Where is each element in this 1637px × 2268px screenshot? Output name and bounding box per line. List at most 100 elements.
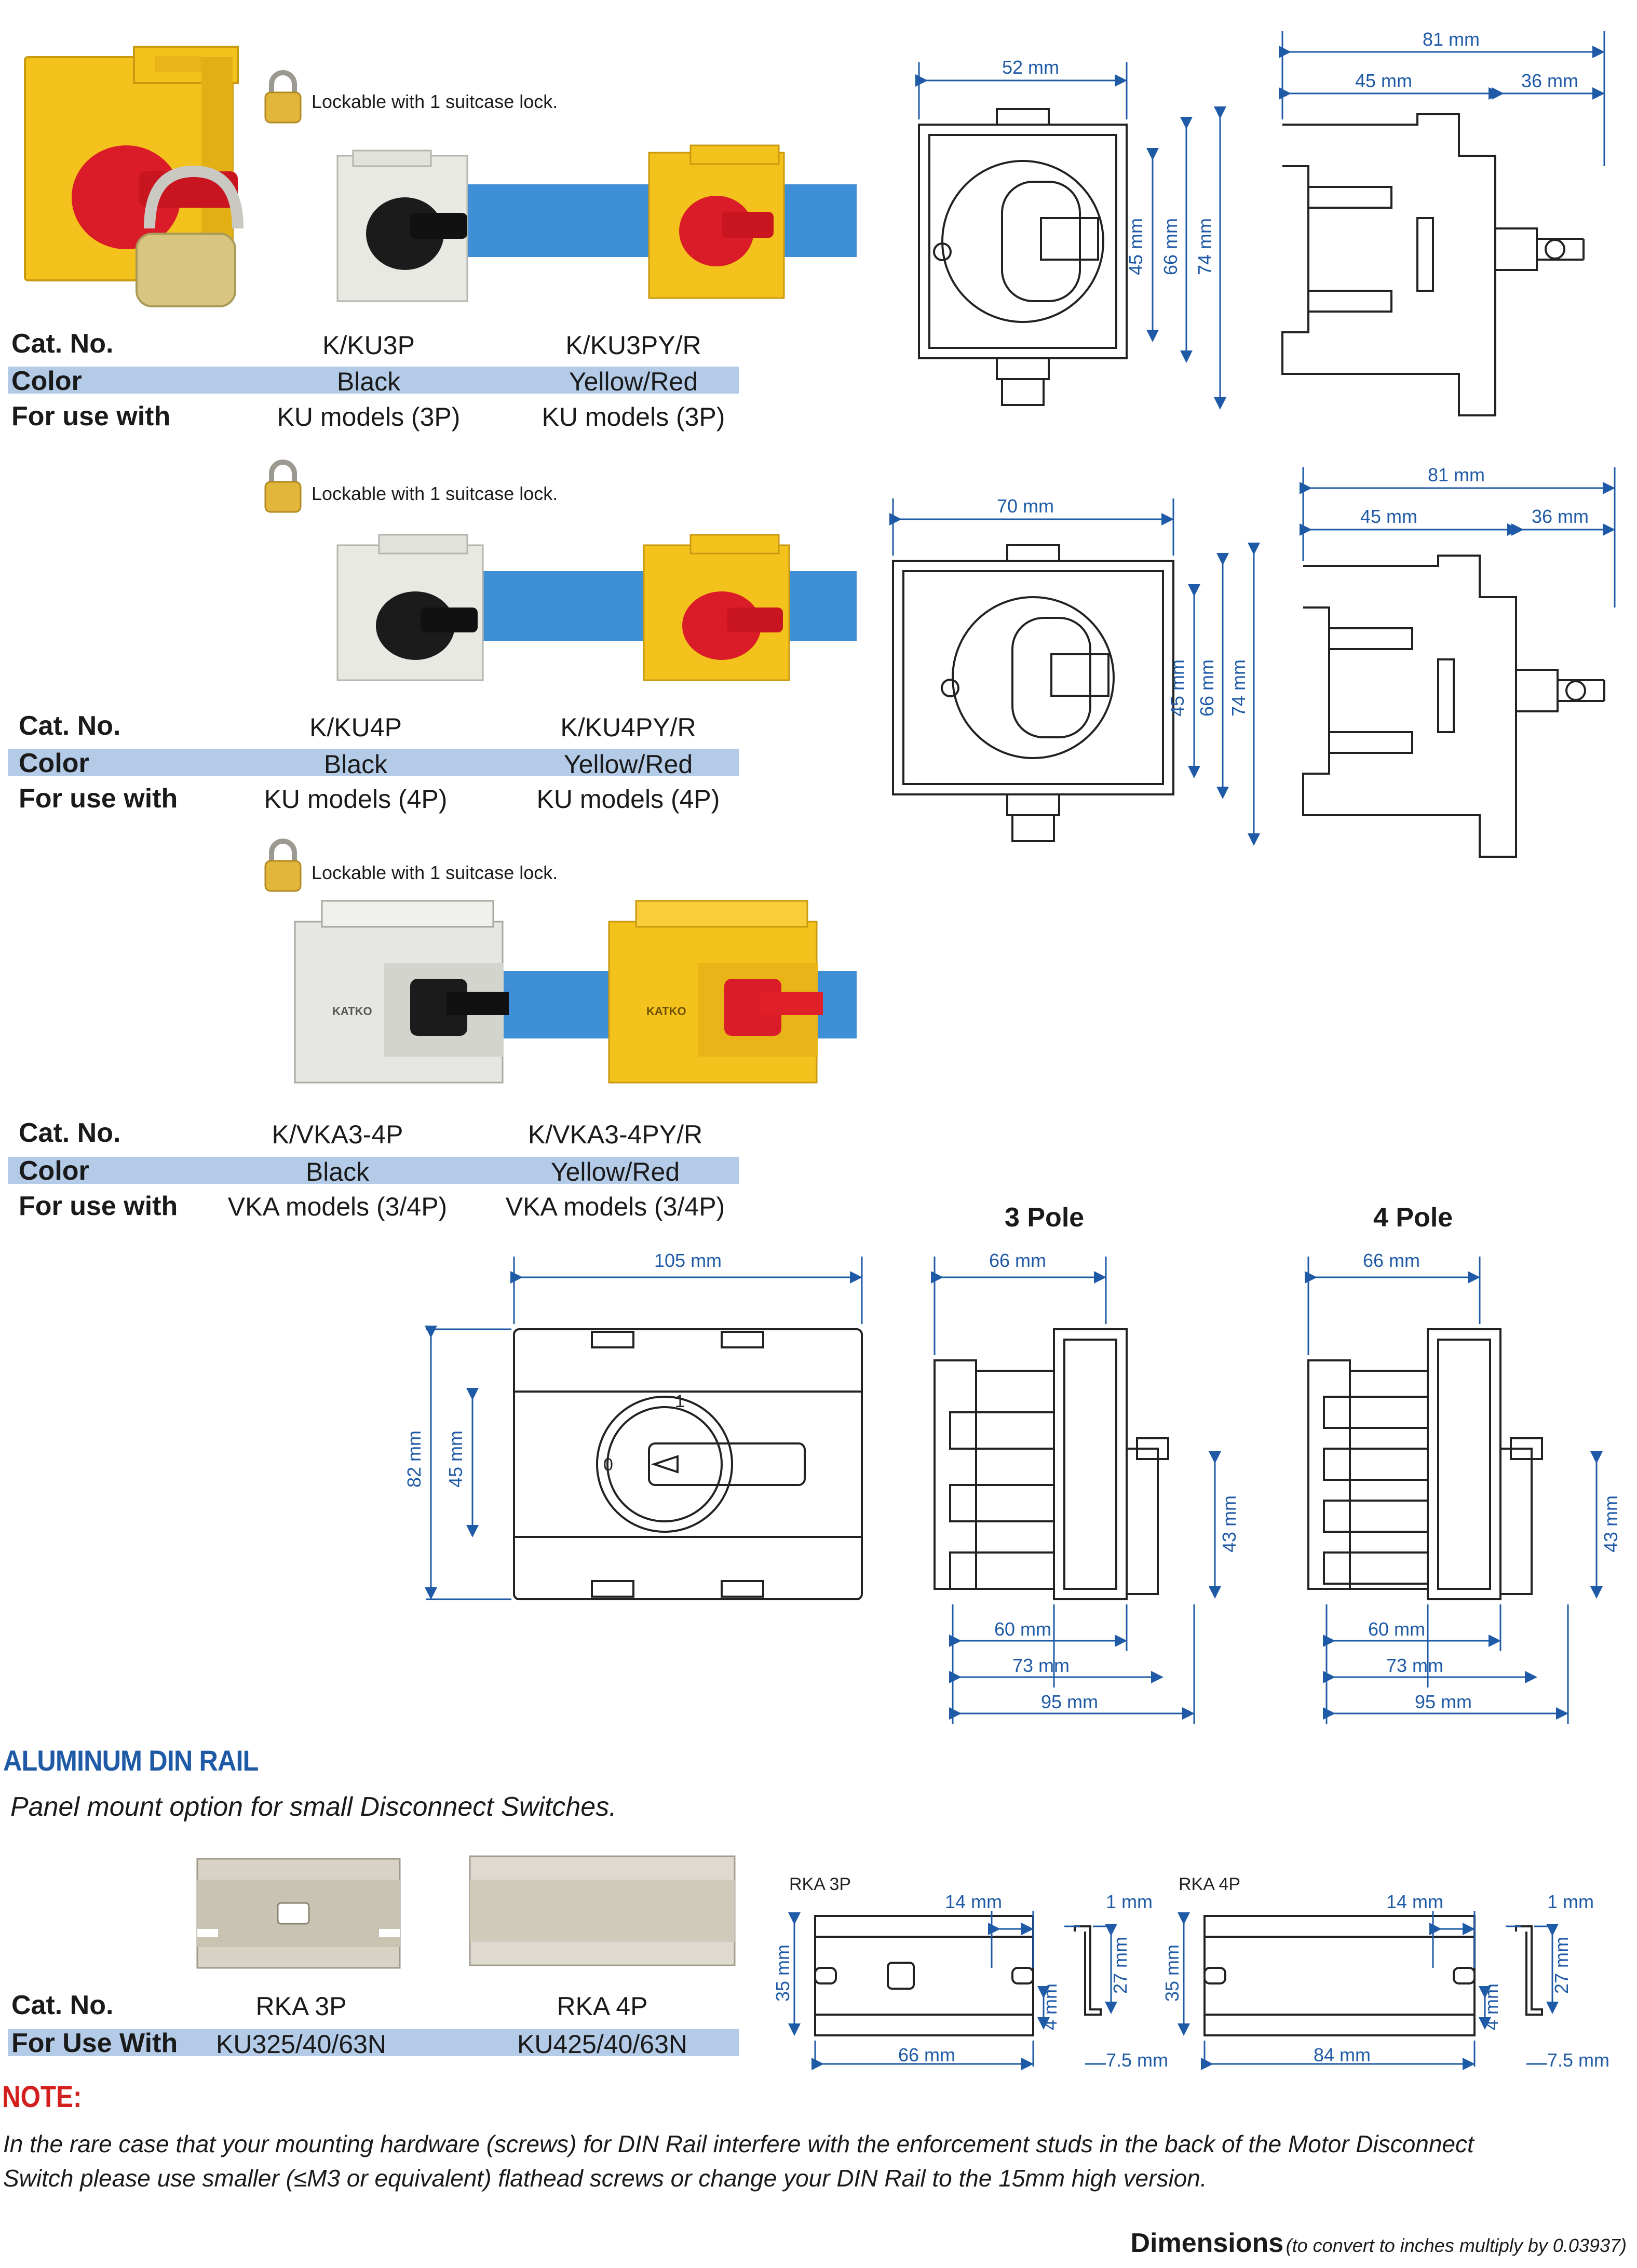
vka-3pole-side-drawing: 66 mm 43 mm 60 mm 73 mm 95 mm <box>931 1250 1240 1724</box>
dim-h1: 45 mm <box>1125 218 1146 275</box>
dim-side-h: 43 mm <box>1600 1495 1621 1553</box>
use-right: KU models (4P) <box>536 785 720 814</box>
lock-note: Lockable with 1 suitcase lock. <box>312 483 558 504</box>
vka-front-drawing: 1 0 105 mm 82 mm 45 mm <box>403 1250 863 1600</box>
padlock-icon <box>262 68 304 125</box>
rka4-d75: 7.5 mm <box>1547 2049 1609 2071</box>
color-left: Black <box>336 367 401 396</box>
rail-4p-photo <box>467 1851 737 1970</box>
color-label: Color <box>11 366 82 396</box>
color-left: Black <box>305 1157 370 1186</box>
footer: Dimensions (to convert to inches multipl… <box>1130 2228 1627 2259</box>
din-cat-no-label: Cat. No. <box>11 1990 114 2020</box>
cat-right: K/KU4PY/R <box>560 713 696 742</box>
use-right: VKA models (3/4P) <box>505 1192 725 1221</box>
rka4-d14: 14 mm <box>1386 1891 1443 1912</box>
use-left: KU models (4P) <box>264 785 448 814</box>
rka4-drawing: RKA 4P 35 mm 14 mm 4 mm 84 mm 1 mm 27 mm… <box>1161 1874 1609 2071</box>
rka3-d75: 7.5 mm <box>1106 2049 1168 2071</box>
rka3-drawing: RKA 3P 35 mm 14 mm 4 mm 66 mm 1 mm 27 mm… <box>772 1874 1168 2071</box>
rka3-d27: 27 mm <box>1110 1937 1131 1994</box>
rka4-d1: 1 mm <box>1547 1891 1594 1912</box>
color-band <box>8 749 739 776</box>
cat-left: K/VKA3-4P <box>272 1120 403 1149</box>
color-band <box>8 367 739 394</box>
dim-h2: 66 mm <box>1196 659 1217 717</box>
dim-95: 95 mm <box>1041 1691 1098 1712</box>
note-text-line1: In the rare case that your mounting hard… <box>3 2130 1474 2157</box>
rail-3p-photo <box>195 1856 402 1970</box>
rka3-d35: 35 mm <box>772 1945 793 2002</box>
pole4-title: 4 Pole <box>1373 1203 1453 1233</box>
dim-73: 73 mm <box>1012 1655 1070 1676</box>
dim-95: 95 mm <box>1415 1691 1472 1712</box>
dim-h3: 74 mm <box>1228 659 1249 717</box>
use-label: For use with <box>19 1191 178 1221</box>
dim-side-h: 43 mm <box>1219 1495 1240 1553</box>
note-text-line2: Switch please use smaller (≤M3 or equiva… <box>3 2165 1207 2192</box>
ku4-front-drawing: 70 mm 45 mm 66 mm 74 mm <box>889 495 1260 846</box>
dim-depth-a: 45 mm <box>1360 506 1417 527</box>
conversion-note: (to convert to inches multiply by 0.0393… <box>1286 2235 1627 2256</box>
dim-depth-b: 36 mm <box>1521 70 1578 91</box>
vka-yellow-photo: KATKO <box>605 900 823 1088</box>
color-right: Yellow/Red <box>569 367 698 396</box>
dim-h1: 45 mm <box>1167 659 1188 717</box>
ku3-front-drawing: 52 mm 45 mm 66 mm 74 mm <box>915 57 1226 410</box>
dim-width: 70 mm <box>997 495 1054 517</box>
dim-h-inner: 45 mm <box>445 1430 466 1488</box>
rka3-label: RKA 3P <box>789 1874 851 1894</box>
dim-width: 52 mm <box>1002 57 1059 78</box>
use-label: For use with <box>19 784 178 814</box>
dimensions-label: Dimensions <box>1130 2228 1284 2258</box>
use-left: KU models (3P) <box>277 402 461 431</box>
note-heading: NOTE: <box>2 2080 82 2114</box>
use-label: For use with <box>11 401 171 431</box>
dim-h-total: 82 mm <box>403 1430 425 1488</box>
color-label: Color <box>19 1156 89 1186</box>
ku4-side-drawing: 81 mm 45 mm 36 mm <box>1300 464 1616 858</box>
din-use-label: For Use With <box>11 2028 178 2058</box>
color-right: Yellow/Red <box>550 1157 680 1186</box>
rka4-d35: 35 mm <box>1161 1945 1183 2002</box>
dim-side-top: 66 mm <box>989 1250 1046 1271</box>
rka3-d1: 1 mm <box>1106 1891 1153 1912</box>
cat-no-label: Cat. No. <box>11 329 114 359</box>
din-use-left: KU325/40/63N <box>215 2030 386 2059</box>
din-cat-left: RKA 3P <box>255 1992 347 2021</box>
lock-note: Lockable with 1 suitcase lock. <box>312 91 558 112</box>
pos-1: 1 <box>675 1392 685 1411</box>
din-cat-right: RKA 4P <box>557 1992 648 2021</box>
yellow-red-lock-photo <box>20 46 248 307</box>
din-rail-subtitle: Panel mount option for small Disconnect … <box>10 1792 617 1822</box>
brand-logo: KATKO <box>332 1005 372 1018</box>
din-rail-heading: ALUMINUM DIN RAIL <box>3 1744 259 1777</box>
rka4-d27: 27 mm <box>1551 1937 1572 1994</box>
cat-left: K/KU4P <box>309 713 402 742</box>
rka4-label: RKA 4P <box>1179 1874 1240 1894</box>
rka3-d66: 66 mm <box>898 2044 955 2066</box>
dim-depth-b: 36 mm <box>1532 506 1589 527</box>
dim-depth-total: 81 mm <box>1428 464 1485 485</box>
dim-side-top: 66 mm <box>1363 1250 1420 1271</box>
yellow-red-handle-photo <box>644 144 789 301</box>
vka-4pole-side-drawing: 66 mm 43 mm 60 mm 73 mm 95 mm <box>1305 1250 1621 1724</box>
rka3-d14: 14 mm <box>945 1891 1002 1912</box>
yellow-red-handle-photo <box>639 534 794 685</box>
use-right: KU models (3P) <box>542 402 725 431</box>
lock-note: Lockable with 1 suitcase lock. <box>312 862 558 883</box>
dim-h3: 74 mm <box>1194 218 1215 275</box>
pos-0: 0 <box>603 1455 613 1475</box>
dim-h2: 66 mm <box>1160 218 1181 275</box>
din-use-right: KU425/40/63N <box>517 2030 687 2059</box>
brand-logo: KATKO <box>646 1005 686 1018</box>
dim-73: 73 mm <box>1386 1655 1443 1676</box>
cat-right: K/KU3PY/R <box>565 331 701 360</box>
dim-60: 60 mm <box>1368 1618 1425 1640</box>
vka-white-photo: KATKO <box>291 900 509 1088</box>
color-left: Black <box>323 750 388 779</box>
dim-width: 105 mm <box>654 1250 722 1271</box>
pole3-title: 3 Pole <box>1005 1203 1085 1233</box>
rka4-d84: 84 mm <box>1314 2044 1371 2066</box>
cat-right: K/VKA3-4PY/R <box>527 1120 703 1149</box>
